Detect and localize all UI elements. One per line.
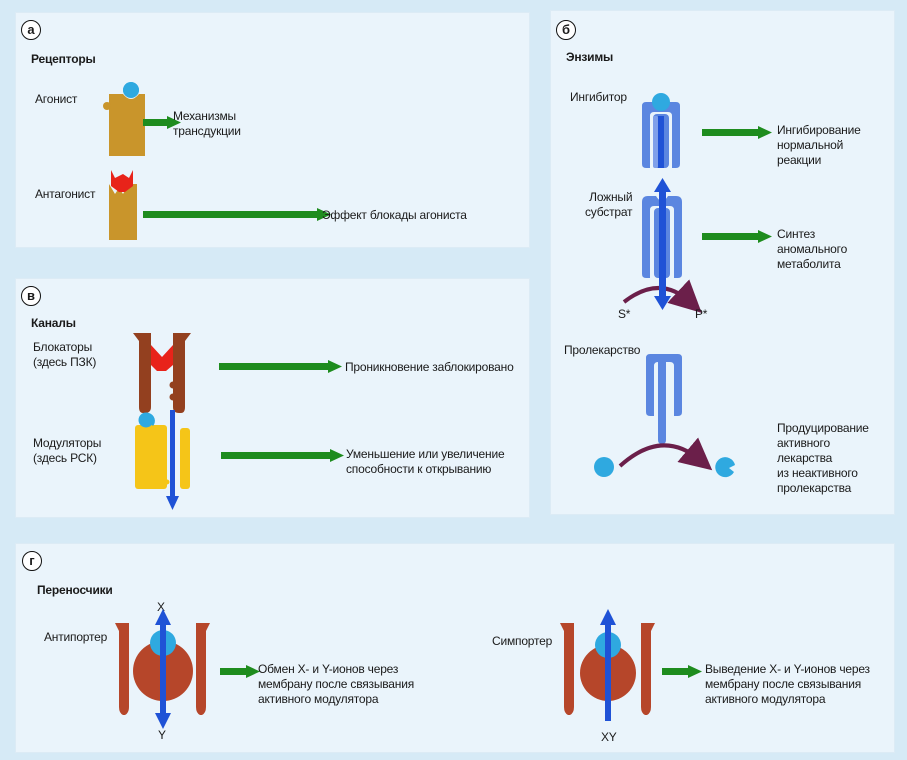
blockers-label: Блокаторы (здесь ПЗК) [33, 340, 97, 369]
antagonist-result: Эффект блокады агониста [322, 208, 467, 222]
antiporter-result: Обмен X- и Y-ионов через мембрану после … [258, 662, 415, 706]
green-arrow-icon [702, 230, 772, 243]
product-label: P* [695, 307, 708, 321]
panel-receptors: а Рецепторы Агонист Механизмы трансдукци… [15, 12, 530, 248]
antiporter-top-ion: X [157, 600, 165, 614]
green-arrow-icon [221, 449, 344, 462]
modulators-result: Уменьшение или увеличение способности к … [346, 447, 505, 476]
false-substrate-enzyme-icon [622, 178, 702, 313]
agonist-receptor-icon [103, 82, 145, 156]
inactive-prodrug-icon [594, 457, 614, 477]
panel-channels: в Каналы Блокаторы (здесь ПЗК) Проникнов… [15, 278, 530, 518]
inhibitor-enzyme-icon [642, 93, 680, 168]
panel-enzymes: б Энзимы Ингибитор Ингибирование нормаль… [550, 10, 895, 515]
symporter-icon [560, 609, 655, 721]
symporter-bottom-ion: XY [601, 730, 617, 744]
antagonist-label: Антагонист [35, 187, 96, 201]
prodrug-label: Пролекарство [564, 343, 641, 357]
active-drug-icon [715, 457, 735, 478]
prodrug-result: Продуцирование активного лекарства из не… [777, 421, 869, 495]
symporter-label: Симпортер [492, 634, 553, 648]
modulators-label: Модуляторы (здесь РСК) [33, 436, 102, 465]
blockers-result: Проникновение заблокировано [345, 360, 514, 374]
panel-badge: б [556, 20, 576, 40]
green-arrow-icon [662, 665, 702, 678]
antagonist-receptor-icon [109, 170, 137, 240]
panel-badge: а [21, 20, 41, 40]
panel-title: Энзимы [566, 50, 614, 64]
antiporter-bottom-ion: Y [158, 728, 166, 742]
antiporter-icon [115, 609, 210, 729]
green-arrow-long-icon [143, 208, 331, 221]
panel-badge: г [22, 551, 42, 571]
green-arrow-icon [219, 360, 342, 373]
prodrug-enzyme-icon [618, 354, 713, 471]
inhibitor-result: Ингибирование нормальной реакции [777, 123, 861, 167]
symporter-result: Выведение X- и Y-ионов через мембрану по… [705, 662, 870, 706]
false-substrate-result: Синтез аномального метаболита [777, 227, 848, 271]
agonist-result: Механизмы трансдукции [173, 109, 241, 138]
green-arrow-icon [143, 116, 181, 129]
antiporter-label: Антипортер [44, 630, 108, 644]
false-substrate-label: Ложный субстрат [585, 190, 633, 219]
panel-title: Каналы [31, 316, 76, 330]
panel-title: Переносчики [37, 583, 113, 597]
inhibitor-label: Ингибитор [570, 90, 627, 104]
substrate-label: S* [618, 307, 631, 321]
blocked-channel-icon [133, 333, 191, 413]
panel-title: Рецепторы [31, 52, 96, 66]
green-arrow-icon [220, 665, 260, 678]
agonist-label: Агонист [35, 92, 78, 106]
panel-carriers: г Переносчики Антипортер X Y Обмен X- и … [15, 543, 895, 753]
panel-badge: в [21, 286, 41, 306]
modulated-channel-icon [135, 410, 190, 510]
green-arrow-icon [702, 126, 772, 139]
